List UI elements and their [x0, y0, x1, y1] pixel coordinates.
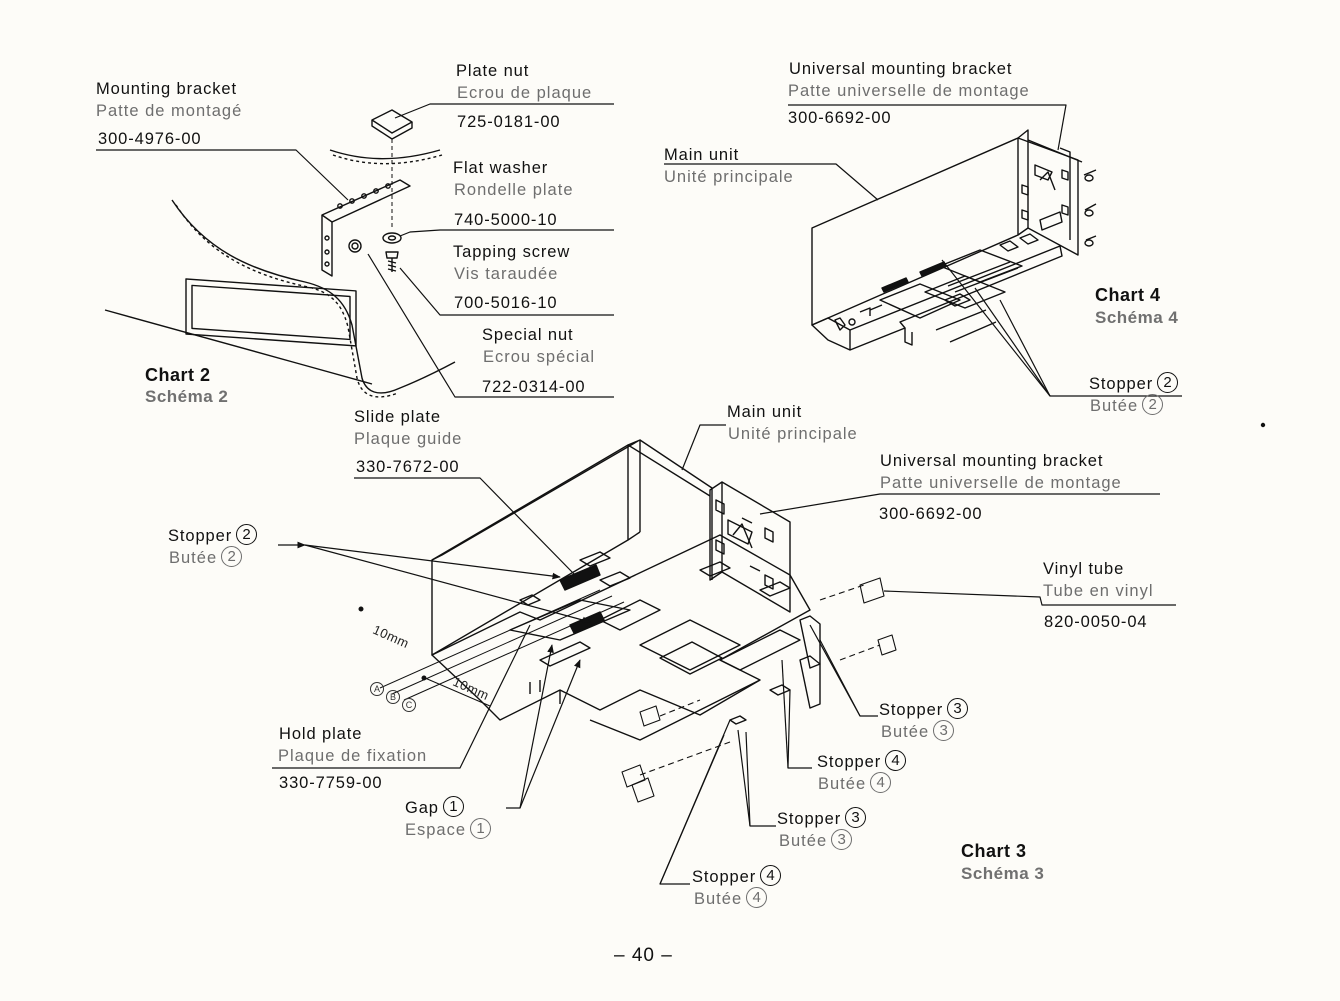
- hole-marker-a: A: [370, 680, 384, 696]
- flat-washer-label-fr: Rondelle plate: [454, 181, 574, 199]
- chart4-slide-plate-drawing: [811, 211, 1063, 351]
- chart3-slide-plate-drawing: [431, 534, 821, 741]
- chart3-subtitle: Schéma 3: [961, 864, 1045, 883]
- slide-plate-label: Slide plate: [354, 408, 441, 426]
- chart4-main-unit-drawing: [811, 129, 1097, 326]
- chart2-leader-lines: [96, 103, 614, 398]
- hole-marker-c: C: [402, 696, 416, 712]
- chart3-vinyl-tubes-drawing: [621, 577, 897, 803]
- hold-plate-label-fr: Plaque de fixation: [278, 747, 428, 765]
- hold-plate-label: Hold plate: [279, 725, 363, 743]
- mounting-bracket-label-fr: Patte de montagé: [96, 102, 243, 120]
- chart2-title: Chart 2: [145, 365, 211, 385]
- mounting-bracket-part-number: 300-4976-00: [98, 130, 202, 148]
- plate-nut-label-fr: Ecrou de plaque: [457, 84, 593, 102]
- special-nut-label: Special nut: [482, 326, 574, 344]
- tapping-screw-part-number: 700-5016-10: [454, 294, 558, 312]
- vinyl-tube-label: Vinyl tube: [1043, 560, 1125, 578]
- page-number: – 40 –: [614, 945, 673, 966]
- vinyl-tube-part-number: 820-0050-04: [1044, 613, 1148, 631]
- tapping-screw-label: Tapping screw: [453, 243, 571, 261]
- chart4-title: Chart 4: [1095, 285, 1161, 305]
- chart3-main-unit-drawing: [431, 439, 713, 656]
- special-nut-label-fr: Ecrou spécial: [483, 348, 596, 366]
- plate-nut-part-number: 725-0181-00: [457, 113, 561, 131]
- chart4-bracket-label: Universal mounting bracket: [789, 60, 1013, 78]
- slide-plate-part-number: 330-7672-00: [356, 458, 460, 476]
- hold-plate-part-number: 330-7759-00: [279, 774, 383, 792]
- chart2-hardware-drawing: [371, 109, 413, 272]
- chart3-main-unit-label-fr: Unité principale: [728, 425, 858, 443]
- chart4-main-unit-label-fr: Unité principale: [664, 168, 794, 186]
- plate-nut-label: Plate nut: [456, 62, 530, 80]
- chart2-subtitle: Schéma 2: [145, 387, 229, 406]
- flat-washer-part-number: 740-5000-10: [454, 211, 558, 229]
- chart2-dashboard-drawing: [104, 149, 456, 398]
- chart4-leader-lines: [664, 104, 1182, 397]
- flat-washer-label: Flat washer: [453, 159, 549, 177]
- tapping-screw-label-fr: Vis taraudée: [454, 265, 559, 283]
- slide-plate-label-fr: Plaque guide: [354, 430, 463, 448]
- chart3-bracket-drawing: [709, 481, 791, 613]
- vinyl-tube-label-fr: Tube en vinyl: [1043, 582, 1154, 600]
- chart4-bracket-part-number: 300-6692-00: [788, 109, 892, 127]
- mounting-bracket-label: Mounting bracket: [96, 80, 237, 98]
- chart3-title: Chart 3: [961, 841, 1027, 861]
- hole-marker-b: B: [386, 688, 400, 704]
- chart3-main-unit-label: Main unit: [727, 403, 803, 421]
- special-nut-part-number: 722-0314-00: [482, 378, 586, 396]
- chart3-bracket-label-fr: Patte universelle de montage: [880, 474, 1122, 492]
- chart2-mounting-bracket-drawing: [321, 179, 411, 277]
- chart3-bracket-part-number: 300-6692-00: [879, 505, 983, 523]
- chart4-bracket-label-fr: Patte universelle de montage: [788, 82, 1030, 100]
- chart3-bracket-label: Universal mounting bracket: [880, 452, 1104, 470]
- chart4-subtitle: Schéma 4: [1095, 308, 1179, 327]
- chart3-dimension-lines: [379, 589, 625, 707]
- chart3-leader-lines: [272, 424, 1176, 885]
- chart4-main-unit-label: Main unit: [664, 146, 740, 164]
